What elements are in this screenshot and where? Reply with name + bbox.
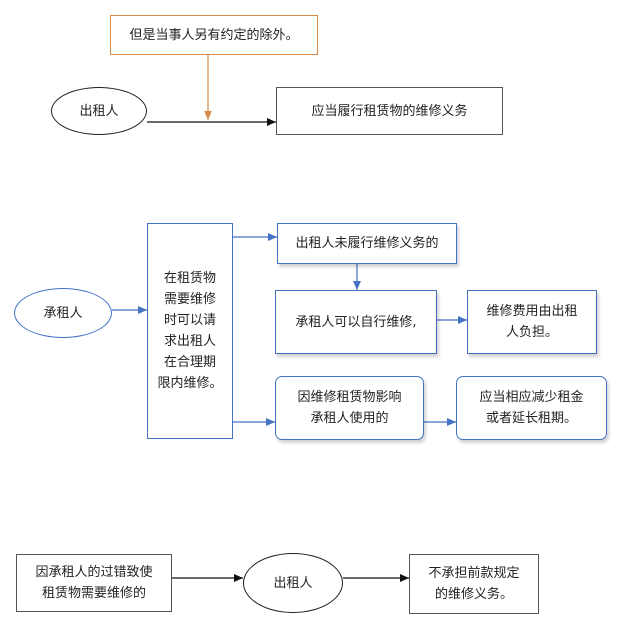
affects-use-box: 因维修租赁物影响 承租人使用的 bbox=[275, 376, 424, 440]
lessor-node-bottom: 出租人 bbox=[243, 553, 343, 613]
self-repair-box: 承租人可以自行维修, bbox=[275, 290, 437, 354]
lessor-unfulfilled-box: 出租人未履行维修义务的 bbox=[277, 223, 457, 264]
lessee-fault-box: 因承租人的过错致使 租赁物需要维修的 bbox=[16, 554, 172, 612]
repair-request-box: 在租赁物 需要维修 时可以请 求出租人 在合理期 限内维修。 bbox=[147, 223, 233, 439]
reduce-rent-box: 应当相应减少租金 或者延长租期。 bbox=[456, 376, 607, 440]
repair-cost-box: 维修费用由出租 人负担。 bbox=[467, 290, 597, 354]
exception-note-box: 但是当事人另有约定的除外。 bbox=[110, 15, 318, 55]
lessee-node: 承租人 bbox=[14, 288, 112, 338]
no-duty-box: 不承担前款规定 的维修义务。 bbox=[409, 554, 539, 614]
repair-duty-box: 应当履行租赁物的维修义务 bbox=[276, 87, 503, 135]
lessor-node: 出租人 bbox=[51, 87, 147, 135]
